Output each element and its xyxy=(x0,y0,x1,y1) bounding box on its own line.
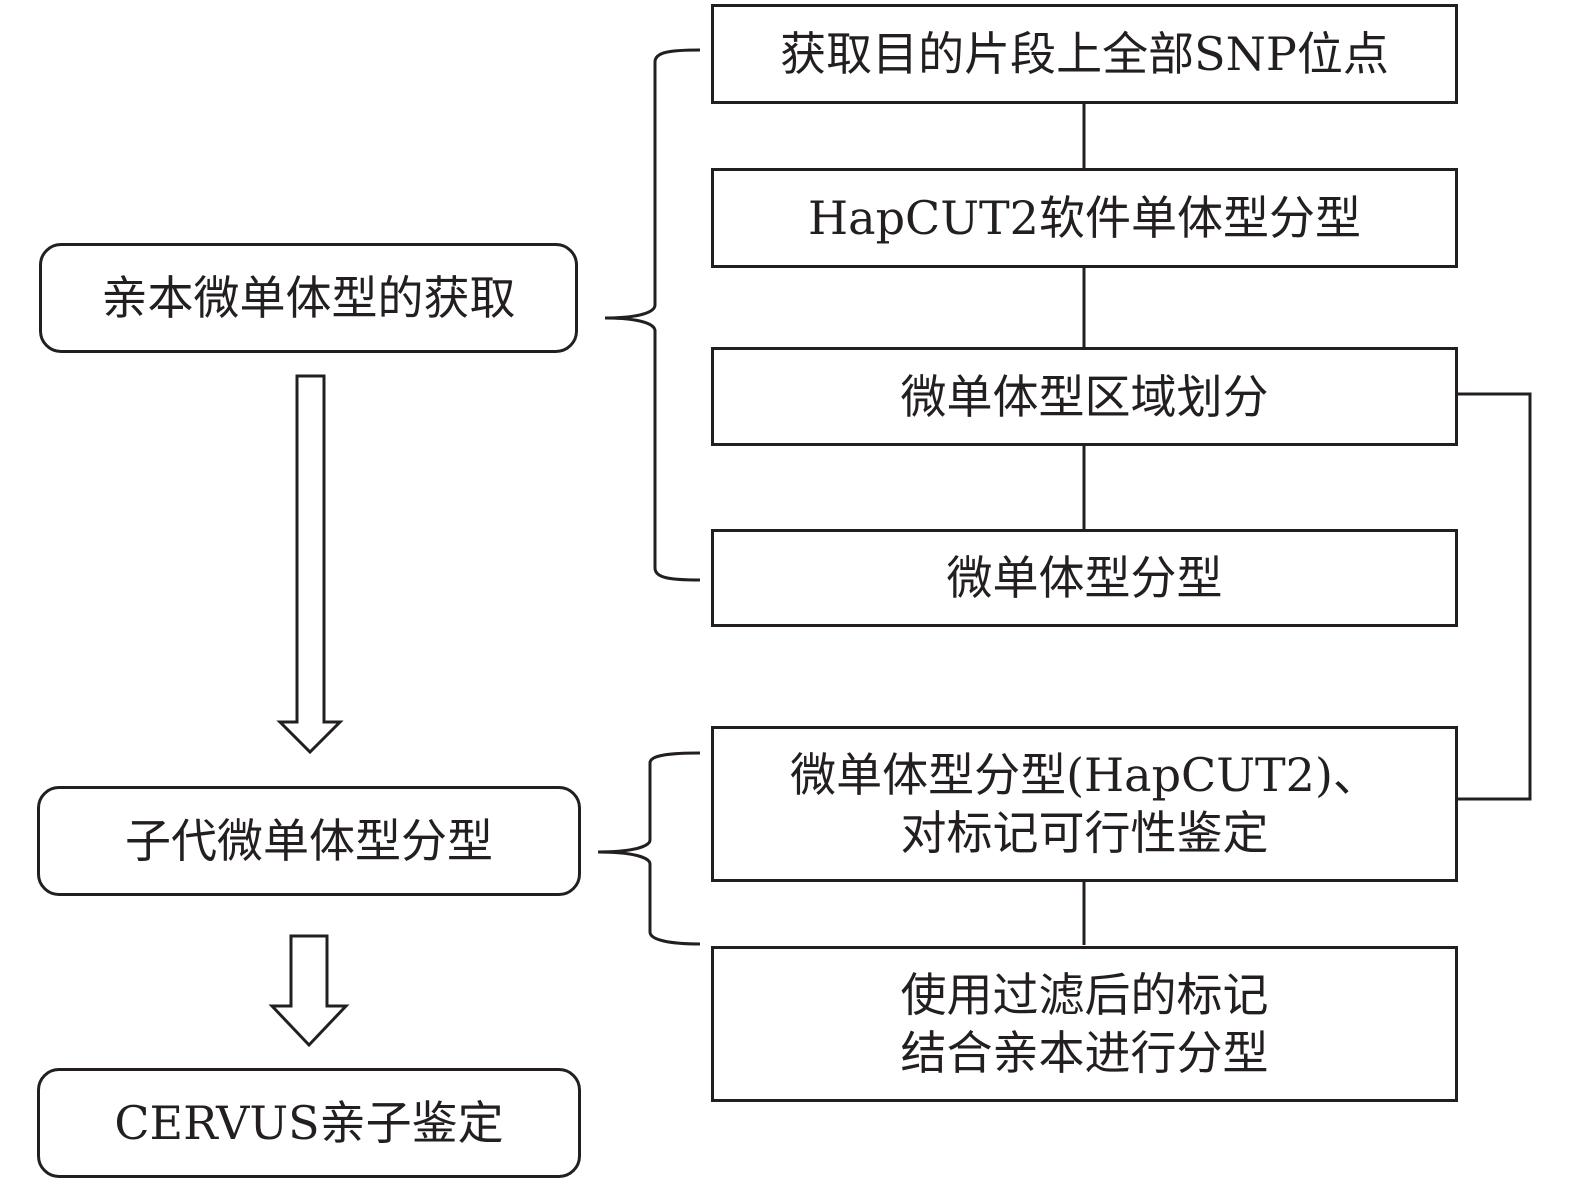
parent-haplotype-node: 亲本微单体型的获取 xyxy=(39,243,578,353)
brace-parent xyxy=(604,48,701,582)
hapcut-typing-node: HapCUT2软件单体型分型 xyxy=(711,168,1458,268)
filtered-markers-node: 使用过滤后的标记 结合亲本进行分型 xyxy=(711,946,1458,1102)
brace-offspring xyxy=(597,751,701,946)
arrow-down-1 xyxy=(276,374,344,755)
microhaplotype-typing-node: 微单体型分型 xyxy=(711,529,1458,627)
offspring-typing-node: 子代微单体型分型 xyxy=(37,786,581,896)
arrow-down-2 xyxy=(268,934,350,1048)
offspring-hapcut-node: 微单体型分型(HapCUT2)、 对标记可行性鉴定 xyxy=(711,726,1458,882)
snp-sites-node: 获取目的片段上全部SNP位点 xyxy=(711,4,1458,104)
cervus-parentage-node: CERVUS亲子鉴定 xyxy=(37,1068,581,1178)
region-division-node: 微单体型区域划分 xyxy=(711,347,1458,446)
connector-region-offspring xyxy=(1457,392,1532,801)
